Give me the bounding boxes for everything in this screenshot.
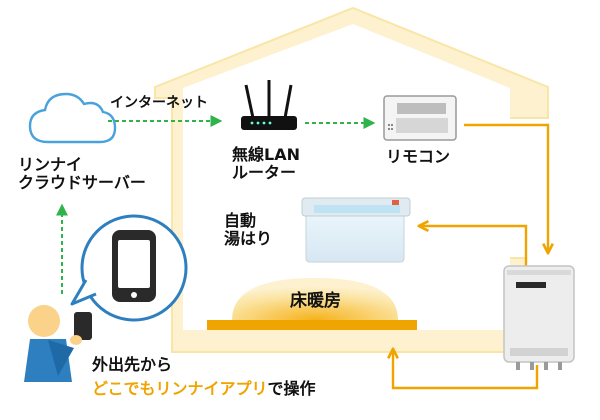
- remote-to-heater-pipe: [464, 123, 548, 252]
- router-label: 無線LAN ルーター: [232, 145, 300, 183]
- smartphone-icon: [112, 230, 156, 302]
- person-icon: [24, 305, 92, 382]
- floor-heating-label: 床暖房: [290, 291, 341, 311]
- router-label-line1: 無線LAN: [232, 145, 300, 164]
- auto-fill-line1: 自動: [224, 211, 257, 230]
- message-line1: 外出先から: [92, 355, 173, 374]
- cloud-label-line2: クラウドサーバー: [18, 173, 146, 193]
- app-name-highlight: どこでもリンナイアプリ: [92, 379, 268, 398]
- message-line2: どこでもリンナイアプリで操作: [92, 379, 316, 398]
- remote-control-icon: [383, 95, 457, 141]
- bathtub-icon: [301, 197, 411, 263]
- cloud-icon: [28, 92, 117, 144]
- auto-fill-line2: 湯はり: [224, 229, 273, 249]
- water-heater-icon: [503, 265, 575, 370]
- floor-heating-dome: [232, 278, 398, 320]
- heater-to-bath-pipe: [420, 226, 528, 266]
- message-rest: で操作: [267, 379, 316, 398]
- auto-fill-label: 自動 湯はり: [224, 211, 273, 249]
- remote-label: リモコン: [386, 147, 451, 166]
- cloud-label-line1: リンナイ: [18, 155, 83, 174]
- cloud-label: リンナイ クラウドサーバー: [18, 155, 146, 193]
- wifi-router-icon: [241, 80, 297, 130]
- router-label-line2: ルーター: [232, 163, 297, 183]
- house-floor: [207, 320, 417, 330]
- internet-label: インターネット: [110, 95, 208, 111]
- heater-to-floor-pipe: [393, 350, 539, 390]
